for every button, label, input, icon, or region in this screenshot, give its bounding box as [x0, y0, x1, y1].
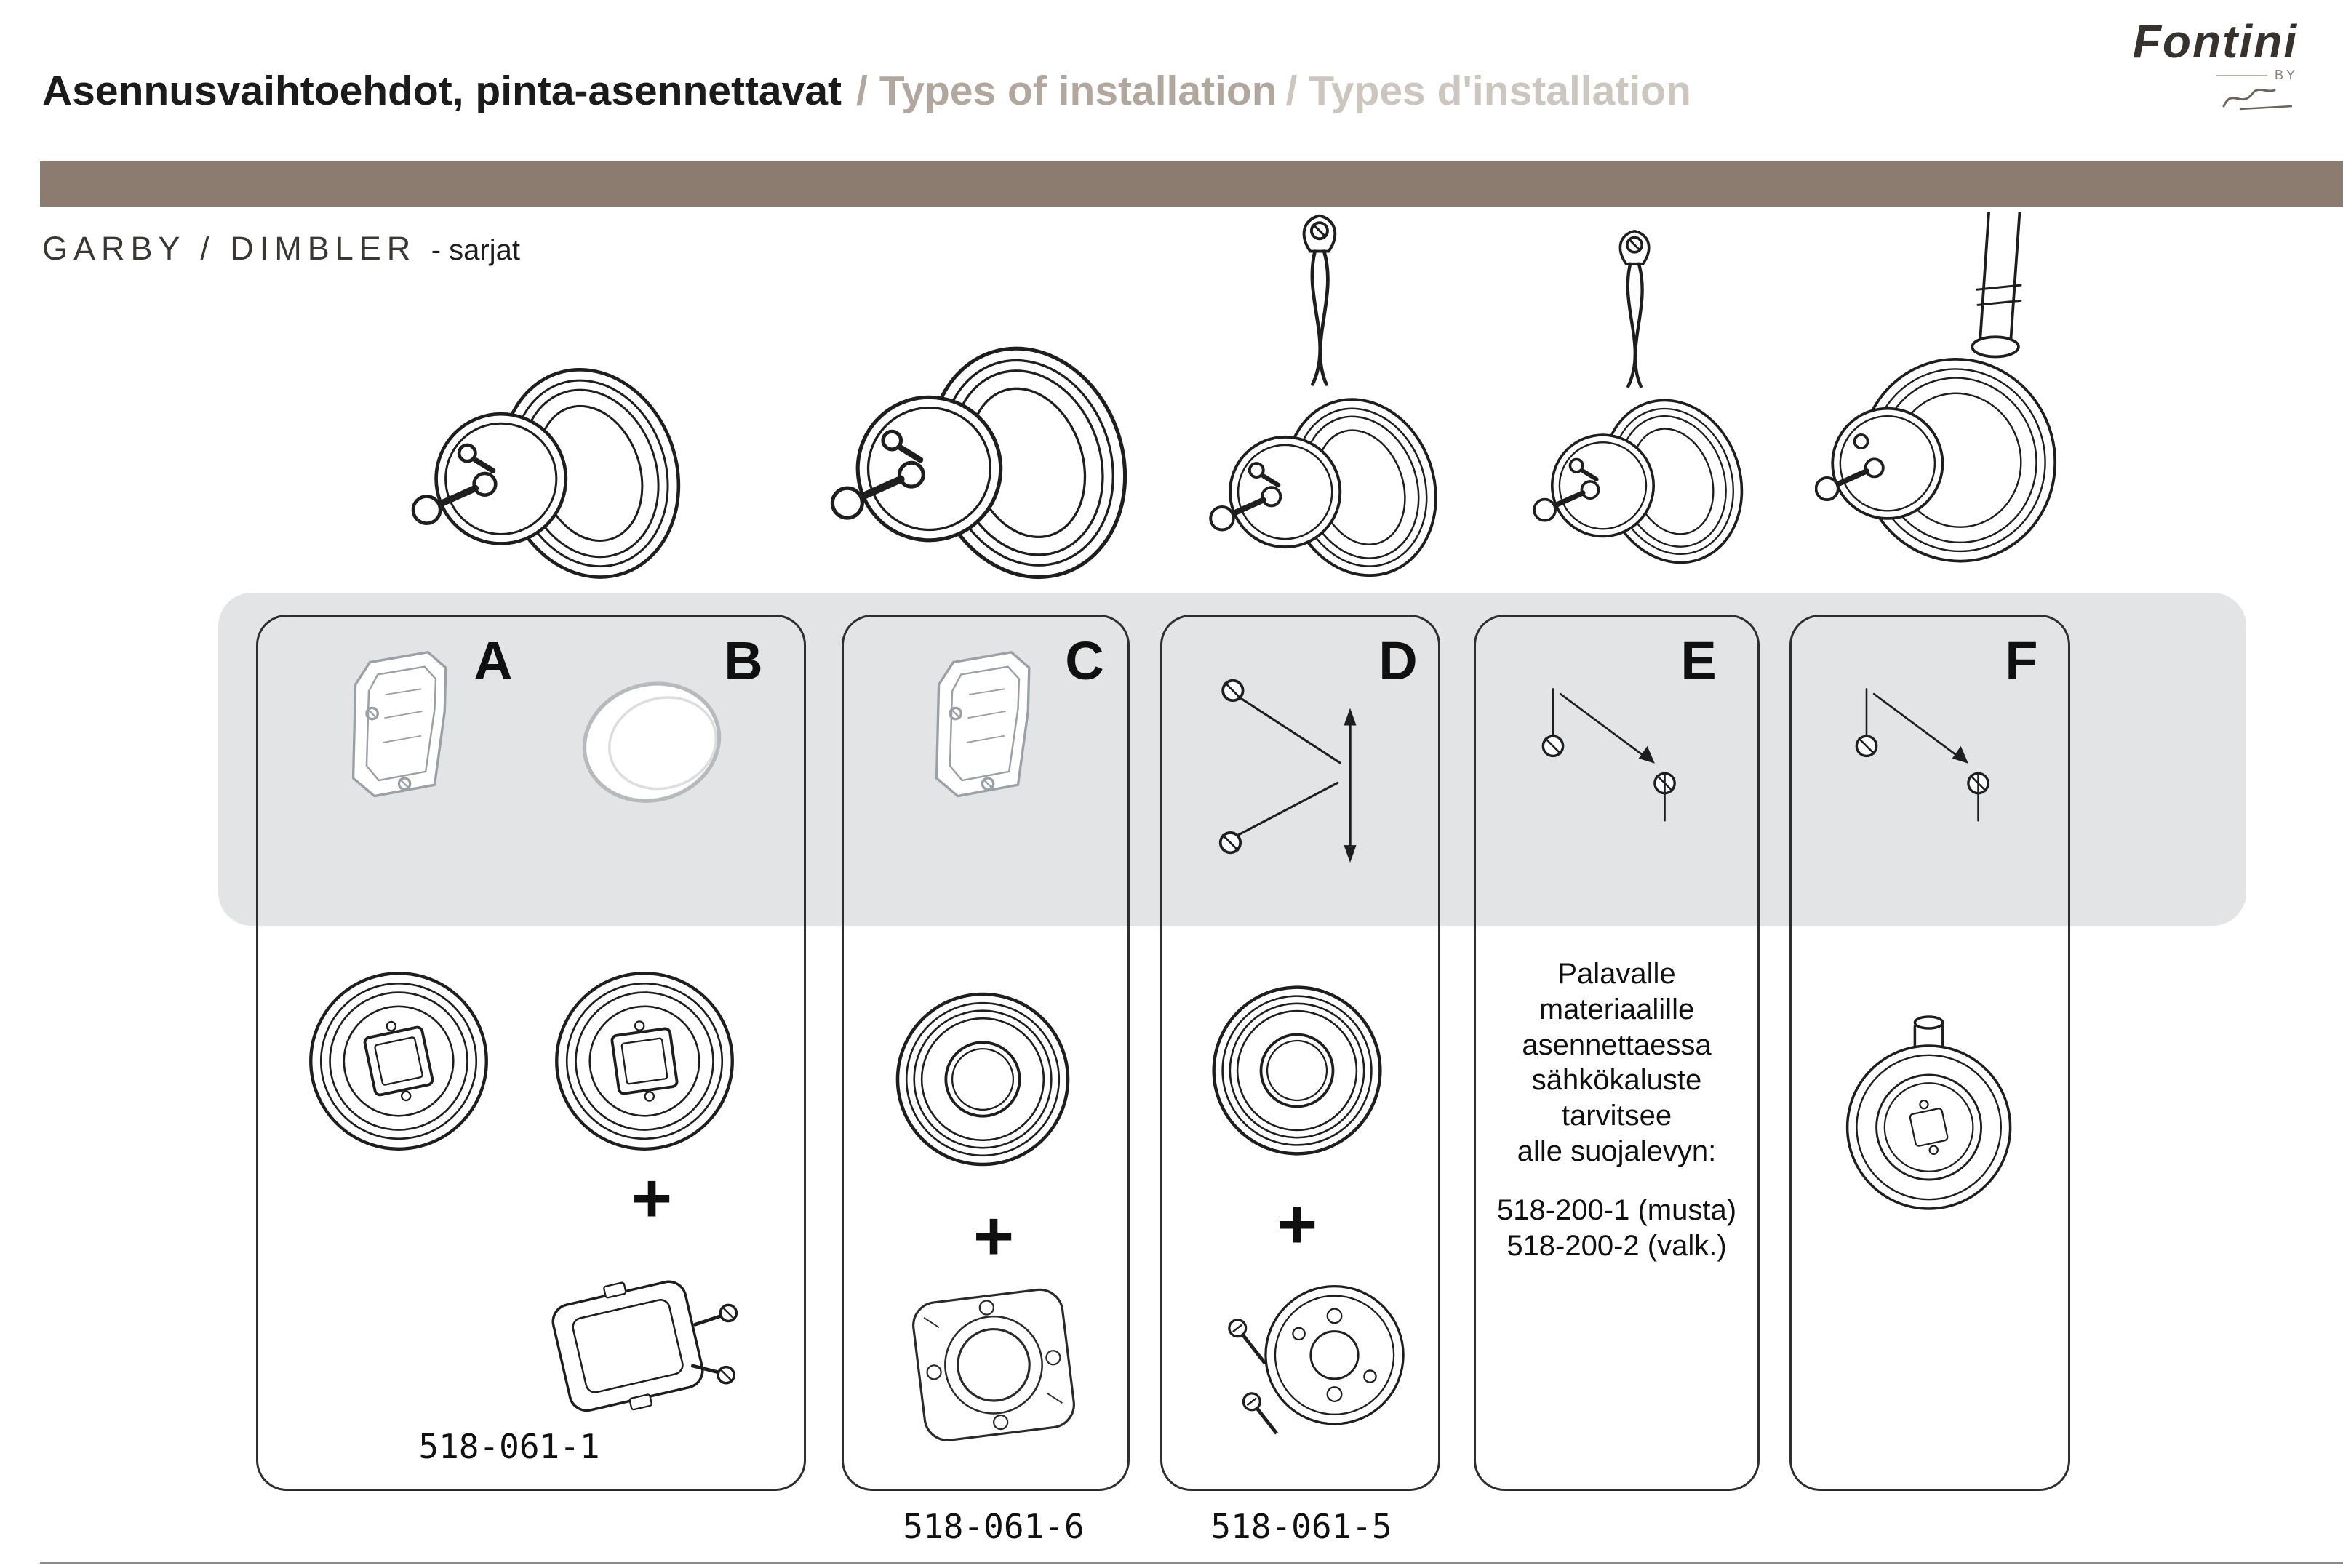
panel-letter-e: E [1680, 631, 1717, 691]
panel-e [1474, 615, 1760, 1491]
screw-arrows-illustration-f [1855, 688, 1989, 822]
tube-switch-illustration [1815, 212, 2057, 563]
logo-rule [2216, 74, 2267, 76]
installation-steps-band [218, 593, 2246, 926]
round-frame-illustration-2 [555, 972, 734, 1151]
title-english: / Types of installation [856, 68, 1277, 114]
fontini-logo: Fontini BY [2080, 17, 2298, 119]
surface-switch-illustration-1 [411, 368, 681, 579]
flush-box-illustration-a [351, 651, 447, 798]
signature-icon [2222, 89, 2293, 111]
panel-f [1789, 615, 2070, 1491]
title-finnish: Asennusvaihtoehdot, pinta-asennettavat [42, 68, 842, 114]
footer-rule [40, 1562, 2343, 1564]
page-title: Asennusvaihtoehdot, pinta-asennettavat / … [42, 67, 1691, 115]
panel-letter-d: D [1378, 631, 1418, 691]
pendant-switch-illustration-2 [1533, 229, 1744, 564]
part-number-c: 518-061-6 [903, 1507, 1085, 1546]
screw-dimension-illustration-d [1218, 679, 1357, 863]
plus-sign-d: + [1276, 1185, 1318, 1263]
panel-letter-a: A [474, 631, 513, 691]
flush-box-illustration-c [935, 651, 1031, 798]
panel-d [1160, 615, 1440, 1491]
title-french: / Types d'installation [1285, 68, 1691, 114]
protection-plate-note: Palavalle materiaalille asennettaessa sä… [1517, 958, 1717, 1167]
panel-ab [256, 615, 806, 1491]
ring-spacer-illustration-d [1212, 985, 1382, 1156]
screw-plate-illustration-d [1228, 1284, 1405, 1435]
screw-arrows-illustration-e [1541, 688, 1676, 822]
panel-c [842, 615, 1130, 1491]
cover-oval-illustration-b [582, 681, 722, 803]
part-number-ab: 518-061-1 [418, 1427, 600, 1466]
series-label: GARBY / DIMBLER - sarjat [42, 230, 520, 268]
logo-by-text: BY [2274, 68, 2298, 83]
logo-byline: BY [2080, 68, 2298, 83]
surface-switch-illustration-2 [830, 346, 1127, 580]
series-name: GARBY / DIMBLER [42, 230, 417, 267]
part-number-d: 518-061-5 [1210, 1507, 1392, 1546]
mounting-plate-illustration-c [912, 1288, 1075, 1441]
header-divider-bar [40, 161, 2343, 207]
mounting-frame-illustration [551, 1280, 738, 1412]
pendant-switch-illustration-1 [1209, 214, 1437, 577]
plus-sign-c: + [973, 1197, 1015, 1275]
plus-sign-ab: + [631, 1159, 673, 1237]
brand-name: Fontini [2132, 15, 2298, 68]
round-frame-illustration-1 [309, 972, 488, 1151]
panel-letter-f: F [2005, 631, 2038, 691]
panel-letter-c: C [1065, 631, 1104, 691]
panel-letter-b: B [724, 631, 763, 691]
series-suffix: - sarjat [431, 234, 520, 266]
ring-spacer-illustration-c [895, 992, 1070, 1167]
surface-ring-illustration-f [1845, 1015, 2012, 1210]
protection-plate-codes: 518-200-1 (musta) 518-200-2 (valk.) [1496, 1194, 1737, 1262]
